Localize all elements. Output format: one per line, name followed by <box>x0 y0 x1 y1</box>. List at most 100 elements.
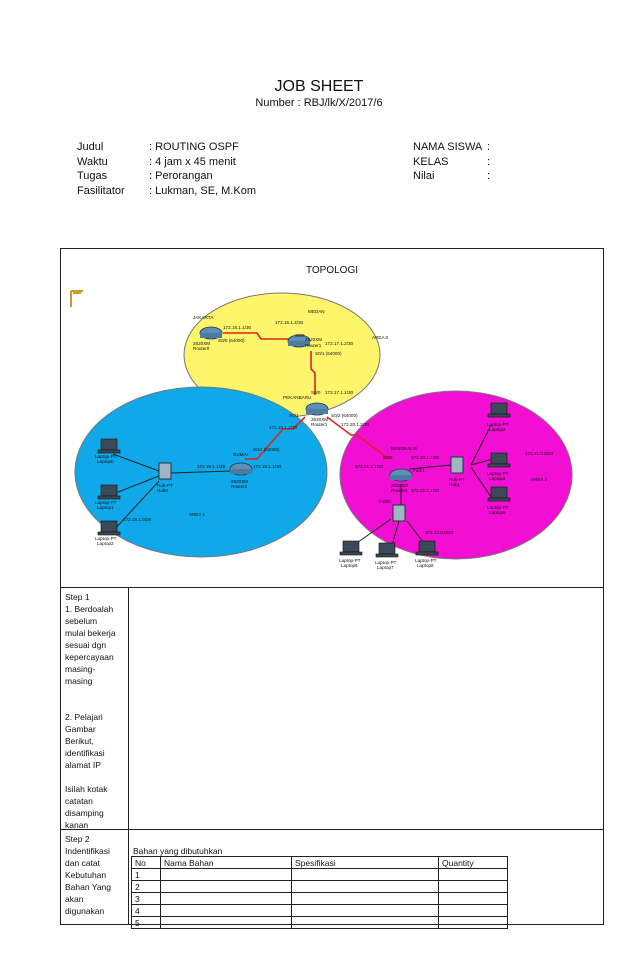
step1-line: masing- <box>65 664 96 674</box>
label-laptop3-type: Laptop-PT <box>487 422 509 427</box>
table-row: 3 <box>131 892 508 905</box>
cell-spesifikasi[interactable] <box>291 868 439 881</box>
row-number: 3 <box>131 892 161 905</box>
step1-line: kepercayaan <box>65 652 114 662</box>
cell-nama[interactable] <box>160 916 292 929</box>
meta-value-nama-siswa: : <box>487 141 491 153</box>
cell-spesifikasi[interactable] <box>291 904 439 917</box>
label-r0-name: Router0 <box>193 346 210 351</box>
table-row: 1 <box>131 868 508 881</box>
label-ip-dumai1: 172.19.1.1/29 <box>197 464 226 469</box>
meta-label-judul: Judul <box>77 141 104 153</box>
cell-nama[interactable] <box>160 892 292 905</box>
meta-label-waktu: Waktu <box>77 155 108 168</box>
meta-value-judul: : ROUTING OSPF <box>149 141 239 153</box>
label-laptop6-type: Laptop-PT <box>339 558 361 563</box>
cell-quantity[interactable] <box>438 868 508 881</box>
label-s02-dumai: S0/2 (64000) <box>253 447 280 452</box>
router0-icon <box>199 326 223 340</box>
table-row: 2 <box>131 880 508 893</box>
step2-line: digunakan <box>65 906 105 916</box>
meta-label-tugas: Tugas <box>77 170 108 182</box>
label-r1-name: Router1 <box>305 343 322 348</box>
step1-instructions: Step 1 1. Berdoalah sebelum mulai bekerj… <box>65 591 125 831</box>
step1-line: sebelum <box>65 616 98 626</box>
label-s00-pku: S0/0 <box>311 390 321 395</box>
label-laptop4-type: Laptop-PT <box>487 471 509 476</box>
cell-nama[interactable] <box>160 880 292 893</box>
hub0-icon <box>158 462 172 480</box>
label-bengkalis: BENGKALIS <box>391 446 417 451</box>
label-ip-r0: 172.16.1.1/30 <box>223 325 252 330</box>
label-laptop8-type: Laptop-PT <box>415 558 437 563</box>
label-r2-name: Router2 <box>231 484 248 489</box>
step1-line: alamat IP <box>65 760 101 770</box>
step2-line: akan <box>65 894 84 904</box>
cell-nama[interactable] <box>160 868 292 881</box>
bahan-title: Bahan yang dibutuhkan <box>133 846 223 856</box>
meta-value-fasilitator: : Lukman, SE, M.Kom <box>149 184 256 197</box>
label-fa01-bkl: Fa0/1 <box>413 468 425 473</box>
laptop8-icon <box>415 540 439 556</box>
bahan-table: No Nama Bahan Spesifikasi Quantity 1 2 3… <box>131 856 508 929</box>
cell-quantity[interactable] <box>438 892 508 905</box>
col-spesifikasi: Spesifikasi <box>291 856 439 869</box>
laptop7-icon <box>375 542 399 558</box>
column-divider <box>128 587 129 924</box>
label-ip-pku3: 172.20.1.2/30 <box>341 422 370 427</box>
label-area2: AREA 2 <box>531 477 548 482</box>
note-icon <box>70 290 83 307</box>
laptop1-icon <box>97 484 121 500</box>
serial-links <box>223 332 390 460</box>
label-ip-lan3: 172.22.0.0/24 <box>425 530 454 535</box>
row-number: 5 <box>131 916 161 929</box>
laptop3-icon <box>487 402 511 418</box>
step1-line: Berikut, <box>65 736 94 746</box>
meta-label-fasilitator: Fasilitator <box>77 184 125 197</box>
label-hub1-name: Hub1 <box>449 482 460 487</box>
label-ip-dumai2: 172.18.1.1/30 <box>253 464 282 469</box>
laptop4-icon <box>487 452 511 468</box>
label-s00-r0: S0/0 (64000) <box>218 338 245 343</box>
meta-left-labels: Judul Waktu Tugas Fasilitator <box>77 140 125 198</box>
topologi-cell: TOPOLOGI <box>61 249 603 588</box>
job-sheet-title: JOB SHEET <box>274 78 364 95</box>
cell-spesifikasi[interactable] <box>291 892 439 905</box>
topologi-title: TOPOLOGI <box>305 265 359 276</box>
label-pku-model: 2620XM <box>311 417 328 422</box>
job-sheet-frame: TOPOLOGI <box>60 248 604 929</box>
label-ip-medan2: 172.17.1.2/30 <box>325 341 354 346</box>
cell-quantity[interactable] <box>438 880 508 893</box>
label-laptop8: Laptop8 <box>417 563 434 568</box>
step1-line: 1. Berdoalah <box>65 604 114 614</box>
label-ip-pku2: 172.18.1.2/30 <box>269 425 298 430</box>
meta-label-nilai: Nilai <box>413 170 435 182</box>
label-laptop1: Laptop1 <box>97 505 114 510</box>
label-fa00-bkl: Fa0/0 <box>379 499 391 504</box>
label-pekanbaru: PEKANBARU <box>283 395 311 400</box>
step1-line <box>65 687 125 699</box>
label-laptop4: Laptop4 <box>489 476 506 481</box>
meta-value-tugas: : Perorangan <box>149 170 213 182</box>
meta-left-values: : ROUTING OSPF : 4 jam x 45 menit : Pero… <box>149 140 256 198</box>
step2-line: Indentifikasi <box>65 846 110 856</box>
meta-label-kelas: KELAS <box>413 155 449 168</box>
bahan-header-row: No Nama Bahan Spesifikasi Quantity <box>131 856 508 869</box>
label-laptop6: Laptop6 <box>341 563 358 568</box>
cell-spesifikasi[interactable] <box>291 916 439 929</box>
label-area0: AREA 0 <box>372 335 389 340</box>
router-pekanbaru-icon <box>305 402 329 416</box>
label-r0-model: 2620XM <box>193 341 210 346</box>
col-no: No <box>131 856 161 869</box>
meta-right-labels: NAMA SISWA KELAS Nilai <box>413 140 482 184</box>
table-row: 5 <box>131 916 508 929</box>
row-divider <box>61 829 603 830</box>
hub2-icon <box>392 504 406 522</box>
cell-spesifikasi[interactable] <box>291 880 439 893</box>
step1-line: Isilah kotak <box>65 784 108 794</box>
cell-quantity[interactable] <box>438 904 508 917</box>
label-medan: MEDAN <box>308 309 325 314</box>
cell-nama[interactable] <box>160 904 292 917</box>
cell-quantity[interactable] <box>438 916 508 929</box>
step1-line: 2. Pelajari <box>65 712 103 722</box>
